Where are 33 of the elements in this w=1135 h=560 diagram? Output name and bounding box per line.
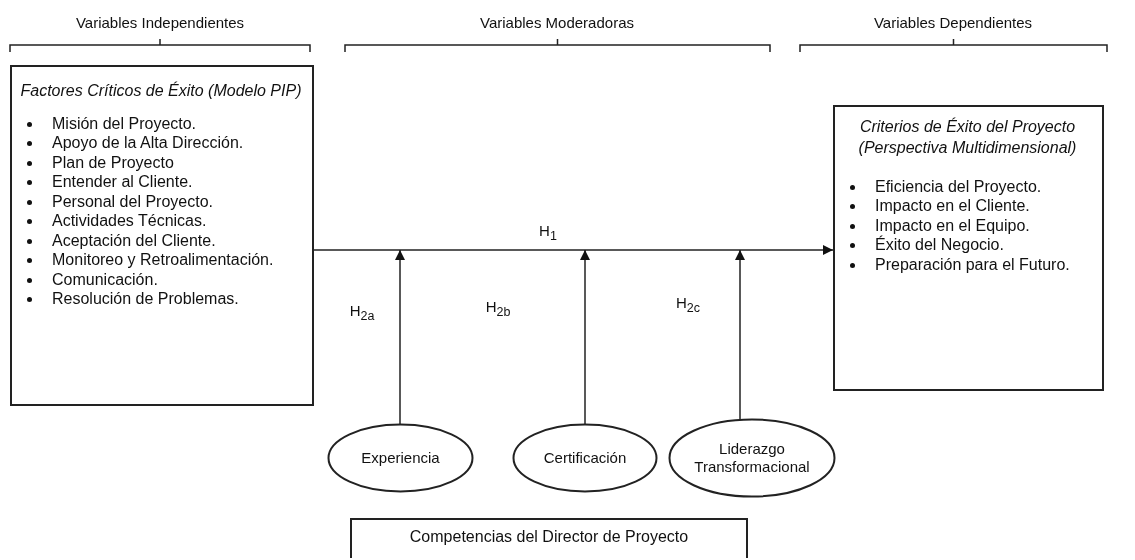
variable-box <box>833 105 1104 391</box>
competency-ellipse <box>668 418 836 498</box>
bullet-item: Aceptación del Cliente. <box>24 230 304 251</box>
bullet-item: Resolución de Problemas. <box>24 289 304 309</box>
group-heading: Variables Dependientes <box>873 13 1033 31</box>
bullet-item: Éxito del Negocio. <box>847 235 1094 255</box>
group-heading: Variables Moderadoras <box>480 13 634 31</box>
box-title: Criterios de Éxito del Proyecto (Perspectiva Multidimensional) <box>857 117 1078 158</box>
ellipse-label: Experiencia <box>361 449 440 467</box>
group-heading: Variables Independientes <box>75 13 245 31</box>
bullet-item: Personal del Proyecto. <box>24 191 304 212</box>
bullet-item: Comunicación. <box>24 269 304 290</box>
variable-box <box>10 65 314 406</box>
arrow <box>313 245 834 255</box>
bullet-item: Entender al Cliente. <box>24 172 304 192</box>
ellipse-label: Liderazgo Transformacional <box>693 440 811 476</box>
arrow <box>395 249 405 426</box>
arrow <box>580 249 590 426</box>
competency-ellipse <box>327 423 474 493</box>
bullet-item: Monitoreo y Retroalimentación. <box>24 250 304 270</box>
competency-ellipse <box>512 423 658 493</box>
bullet-item: Eficiencia del Proyecto. <box>847 176 1094 197</box>
bullet-item: Apoyo de la Alta Dirección. <box>24 133 304 153</box>
bullet-item: Misión del Proyecto. <box>24 113 304 134</box>
ellipse-label: Certificación <box>543 449 627 467</box>
bullet-item: Plan de Proyecto <box>24 152 304 173</box>
bullet-item: Impacto en el Cliente. <box>847 196 1094 216</box>
arrow <box>735 249 745 421</box>
bullet-item: Preparación para el Futuro. <box>847 254 1094 275</box>
bullet-item: Actividades Técnicas. <box>24 211 304 231</box>
bullet-item: Impacto en el Equipo. <box>847 215 1094 236</box>
label-box: Competencias del Director de Proyecto <box>350 518 748 558</box>
box-title: Factores Críticos de Éxito (Modelo PIP) <box>19 81 303 101</box>
